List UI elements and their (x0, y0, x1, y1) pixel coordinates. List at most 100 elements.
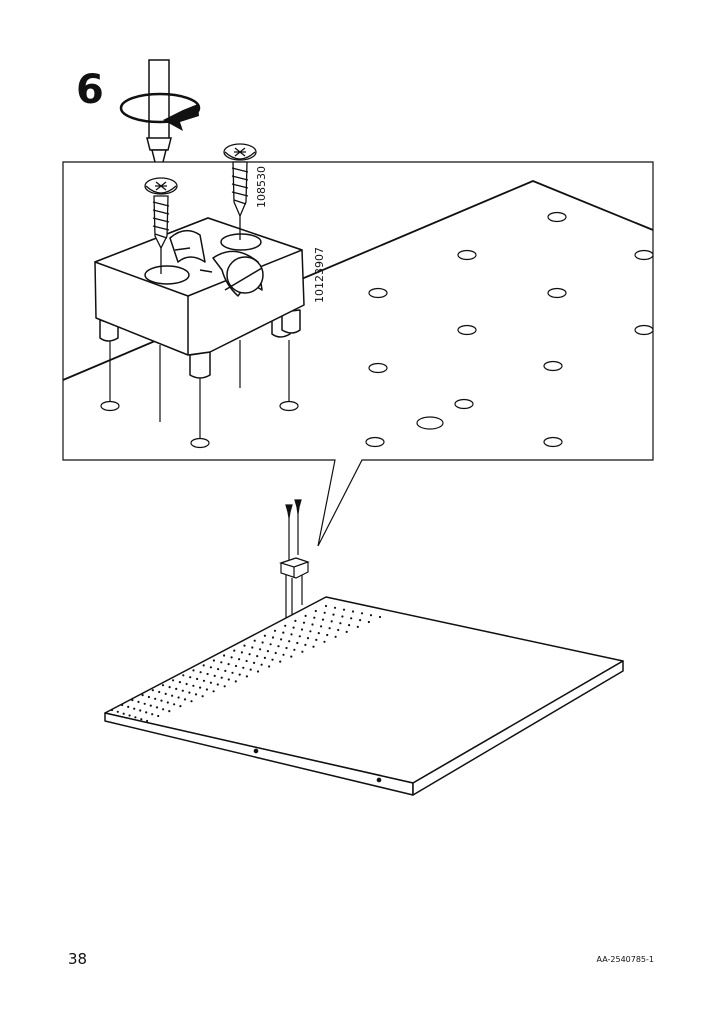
panel-hole-dot (293, 648, 296, 651)
panel-hole-dot (202, 664, 205, 667)
panel-hole-dot (227, 678, 230, 681)
panel-hole-dot (273, 629, 277, 632)
panel-hole-dot (179, 705, 182, 708)
panel-hole-dot (309, 630, 312, 633)
panel-hole-dot (334, 635, 337, 638)
panel-hole-dots (110, 604, 382, 723)
panel-hole-dot (326, 633, 329, 637)
panel-hole-dot (164, 692, 167, 696)
panel-hole-dot (139, 709, 142, 712)
screw-icon (144, 143, 257, 274)
panel-hole-dot (154, 697, 157, 700)
panel-hole-dot (160, 699, 163, 702)
panel-hole-dot (263, 634, 266, 637)
panel-hole-dot (266, 650, 269, 653)
panel-hole-dot (196, 677, 199, 681)
panel-hole-dot (260, 663, 263, 666)
panel-hole-dot (269, 643, 272, 646)
panel-hole-dot (227, 663, 230, 666)
panel-hole-dot (320, 625, 323, 628)
panel-hole-dot (194, 693, 198, 696)
panel-hole-dot (206, 672, 209, 676)
panel-hole-dot (161, 684, 165, 687)
panel-hole-dot (157, 714, 160, 718)
panel-hole-dot (302, 621, 306, 624)
page-number: 38 (68, 950, 88, 968)
panel-hole-dot (290, 633, 293, 636)
panel-hole-dot (330, 620, 333, 623)
panel-hole-dot (240, 651, 243, 654)
panel-hole-dot (284, 624, 287, 627)
panel-hole-dot (199, 671, 202, 674)
panel-hole-dot (212, 659, 215, 662)
panel-hole-dot (192, 669, 195, 672)
panel-hole-dot (149, 704, 152, 707)
panel-hole-dot (367, 620, 370, 624)
panel-hole-dot (178, 681, 181, 684)
panel-hole-dot (324, 604, 328, 608)
panel-hole-dot (271, 636, 275, 639)
panel-hole-dot (288, 640, 291, 643)
panel-hole-dot (238, 658, 241, 661)
panel-hole-dot (359, 619, 362, 622)
panel-hole-dot (189, 676, 192, 679)
panel-hole-dot (328, 627, 331, 630)
panel-hole-dot (253, 639, 256, 642)
panel-hole-dot (168, 686, 171, 689)
panel-hole-dot (145, 711, 148, 714)
panel-hole-dot (166, 701, 169, 704)
shelf-panel (104, 596, 624, 796)
panel-hole-dot (242, 666, 245, 669)
panel-hole-dot (332, 613, 335, 616)
panel-hole-dot (137, 700, 140, 704)
panel-hole-dot (304, 643, 307, 647)
panel-hole-dot (339, 622, 342, 625)
document-code: AA-2540785-1 (596, 955, 654, 964)
panel-hole-dot (205, 688, 208, 691)
panel-hole-dot (300, 628, 304, 631)
panel-hole-dot (314, 609, 317, 613)
overview-clip (279, 557, 310, 622)
panel-hole-dot (158, 690, 161, 694)
panel-hole-dot (285, 646, 288, 650)
panel-hole-dot (251, 646, 254, 649)
panel-hole-dot (243, 644, 246, 647)
panel-hole-dot (212, 690, 215, 693)
panel-hole-dot (128, 714, 131, 717)
panel-hole-dot (202, 679, 206, 682)
panel-hole-dot (133, 707, 136, 710)
panel-hole-dot (217, 668, 220, 671)
panel-hole-dot (369, 614, 373, 617)
panel-hole-dot (345, 630, 348, 634)
panel-hole-dot (256, 655, 259, 658)
panel-hole-dot (351, 610, 355, 613)
clip-block (94, 217, 305, 379)
panel-hole-dot (199, 686, 202, 689)
panel-hole-dot (188, 691, 191, 694)
panel-hole-dot (315, 638, 318, 642)
panel-hole-dot (356, 625, 359, 629)
panel-hole-dot (317, 632, 320, 635)
panel-hole-dot (233, 649, 236, 652)
panel-hole-dot (296, 641, 299, 645)
panel-hole-dot (110, 708, 114, 712)
panel-hole-dot (155, 706, 159, 709)
step-number: 6 (76, 67, 104, 113)
panel-hole-dot (231, 671, 234, 674)
panel-hole-dot (348, 624, 351, 627)
panel-hole-dot (274, 651, 277, 655)
panel-hole-dot (213, 674, 216, 678)
panel-hole-dot (341, 615, 344, 618)
panel-hole-dot (350, 617, 353, 620)
panel-hole-dot (122, 712, 125, 715)
panel-hole-dot (185, 682, 188, 686)
panel-hole-dot (259, 648, 262, 651)
panel-hole-dot (224, 669, 227, 673)
guide-lines (109, 340, 290, 439)
panel-hole-dot (162, 708, 165, 711)
panel-hole-dot (256, 670, 260, 673)
panel-hole-dot (143, 702, 146, 705)
panel-hole-dot (172, 679, 175, 682)
panel-hole-dot (282, 631, 285, 634)
